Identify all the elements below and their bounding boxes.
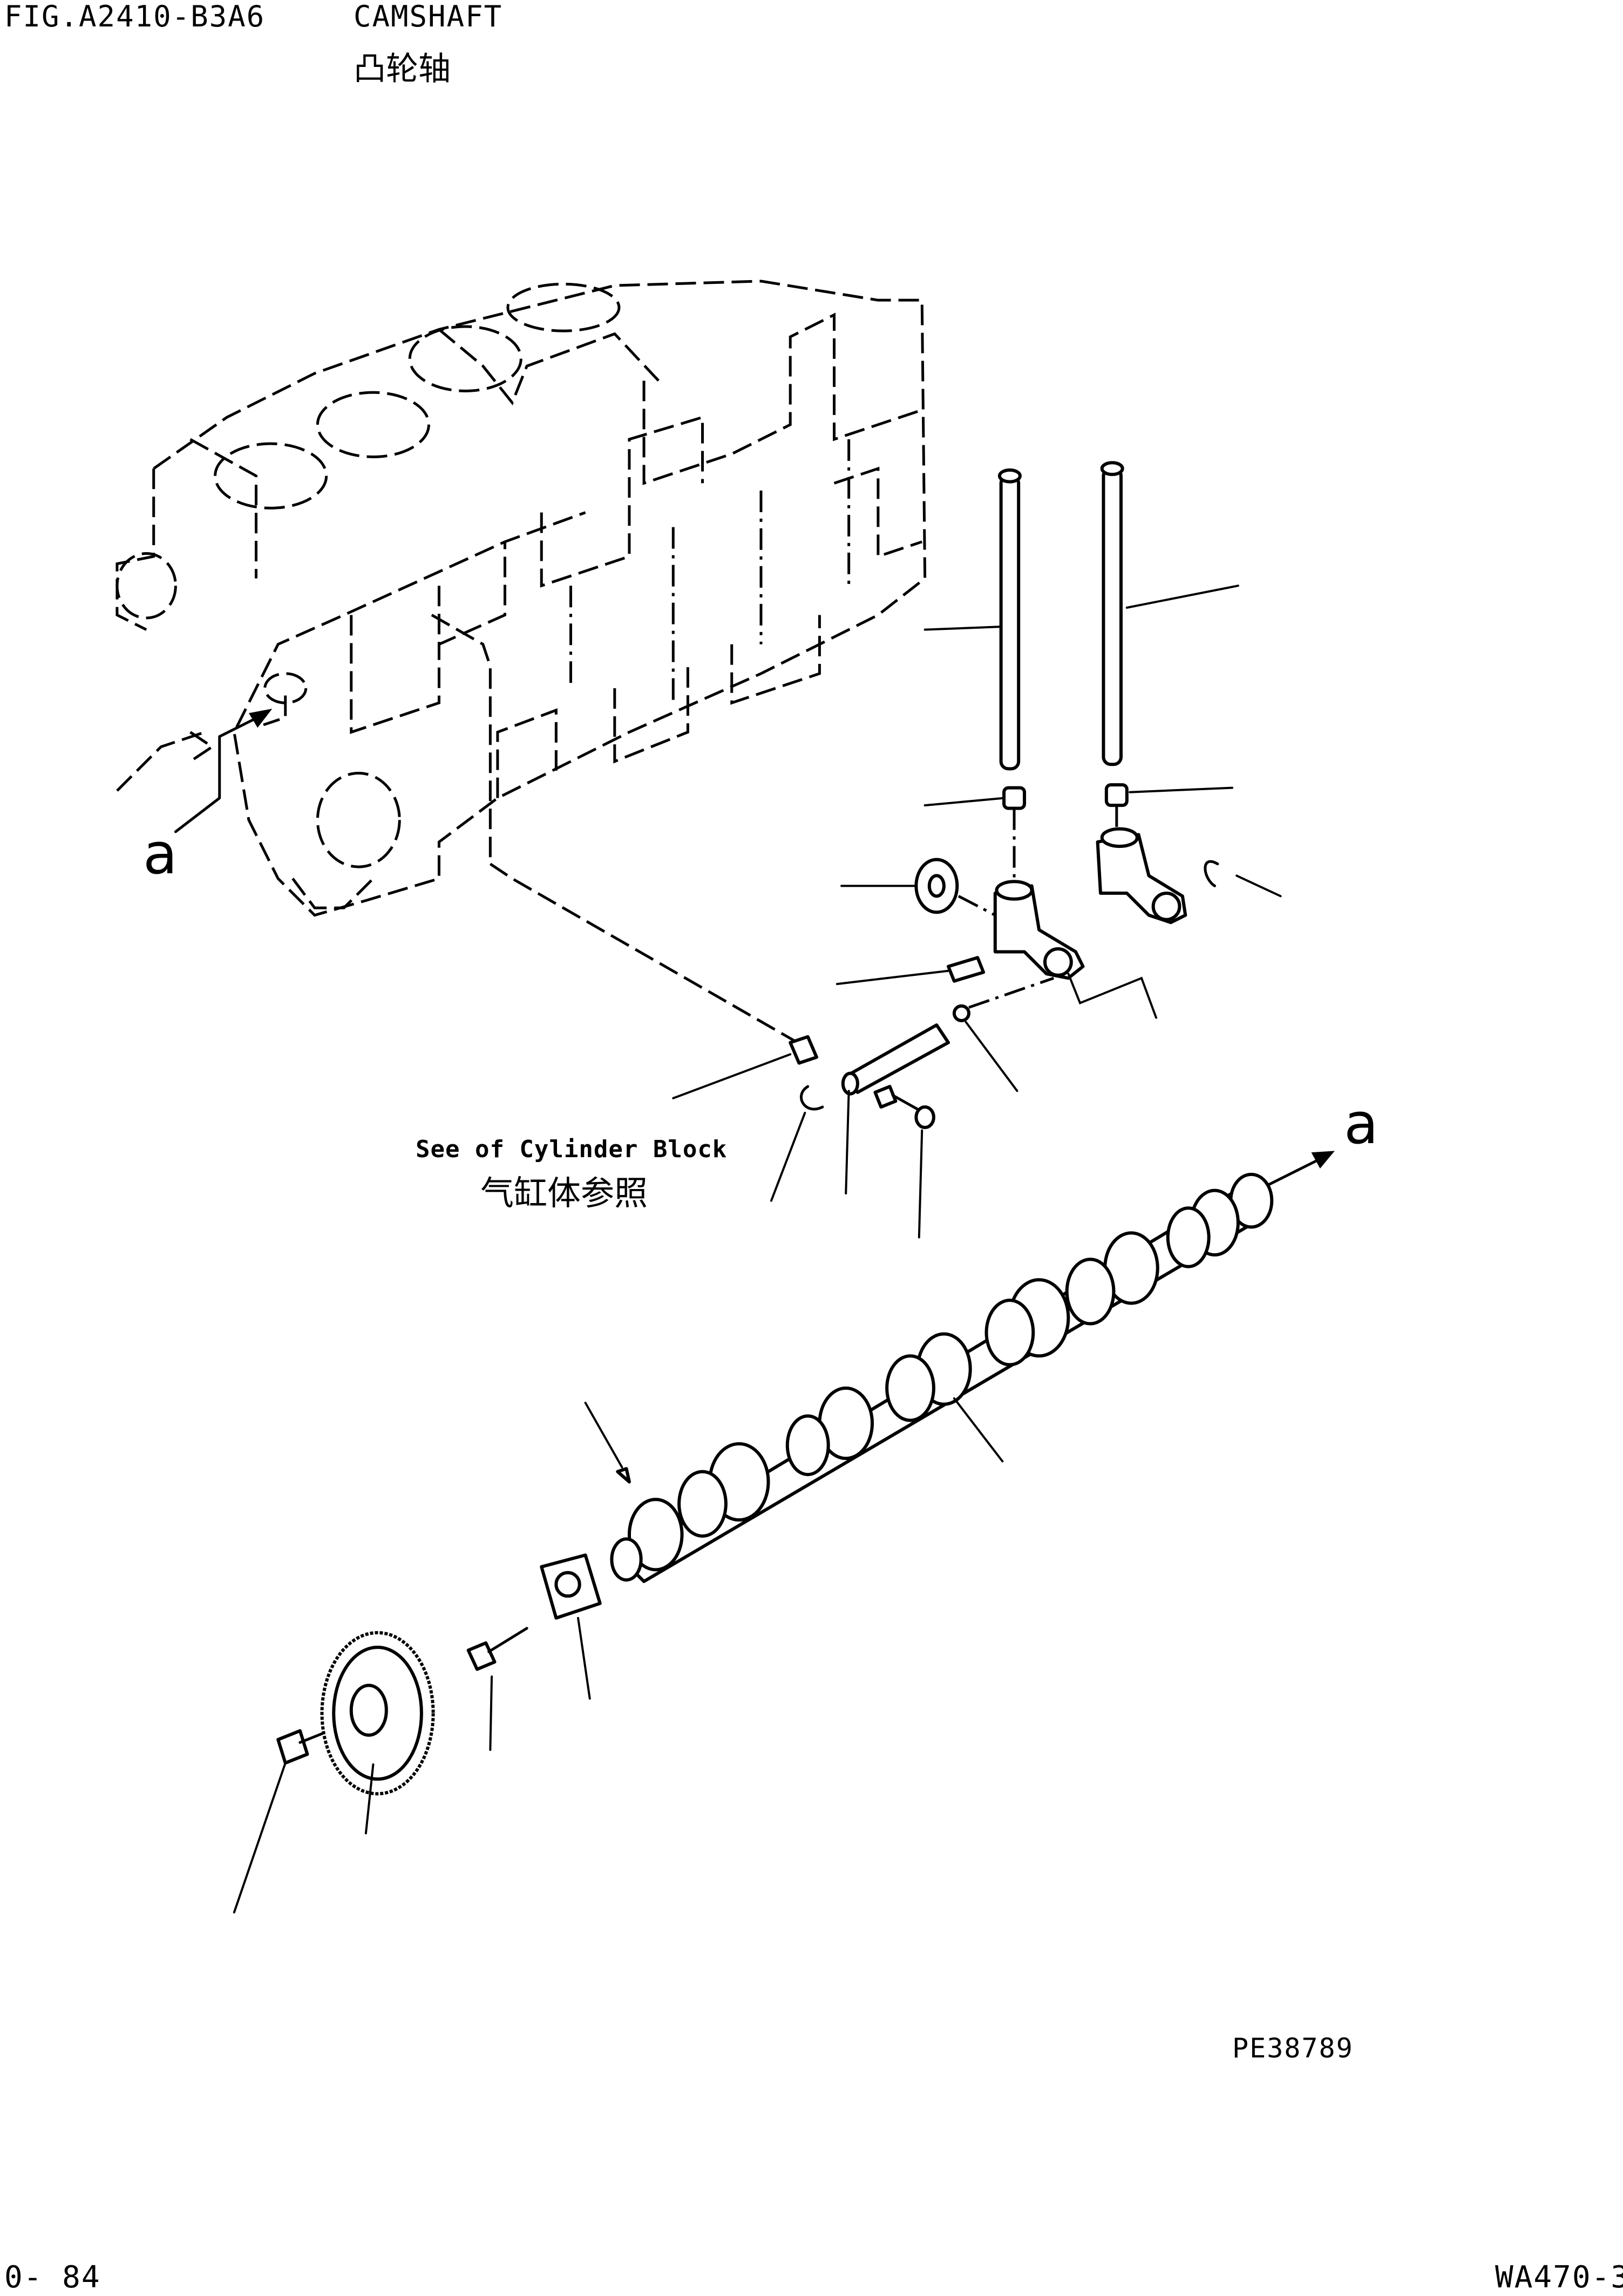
valve-tappet-icon <box>995 829 1185 979</box>
reference-mark-a-left: a <box>143 821 178 887</box>
thrust-plate-icon <box>541 1555 600 1618</box>
see-cylinder-block-callout-chinese: 气缸体参照 <box>480 1173 648 1213</box>
cylinder-block-icon <box>117 281 925 915</box>
cam-gear-icon <box>322 1633 433 1794</box>
see-cylinder-block-callout: See of Cylinder Block <box>416 1136 728 1163</box>
machine-model-code: WA470-3 <box>1495 2260 1623 2295</box>
page-number: 0- 84 <box>4 2260 101 2295</box>
page-title: CAMSHAFT <box>354 0 503 33</box>
bolt-icon <box>875 1086 933 1127</box>
reference-mark-a-right: a <box>1344 1091 1378 1157</box>
camshaft-icon <box>612 1174 1272 1581</box>
figure-code: FIG.A2410-B3A6 <box>4 0 266 33</box>
illustration-code: PE38789 <box>1232 2033 1354 2064</box>
page-title-chinese: 凸轮轴 <box>354 50 451 88</box>
push-rod-icon <box>1000 463 1123 769</box>
